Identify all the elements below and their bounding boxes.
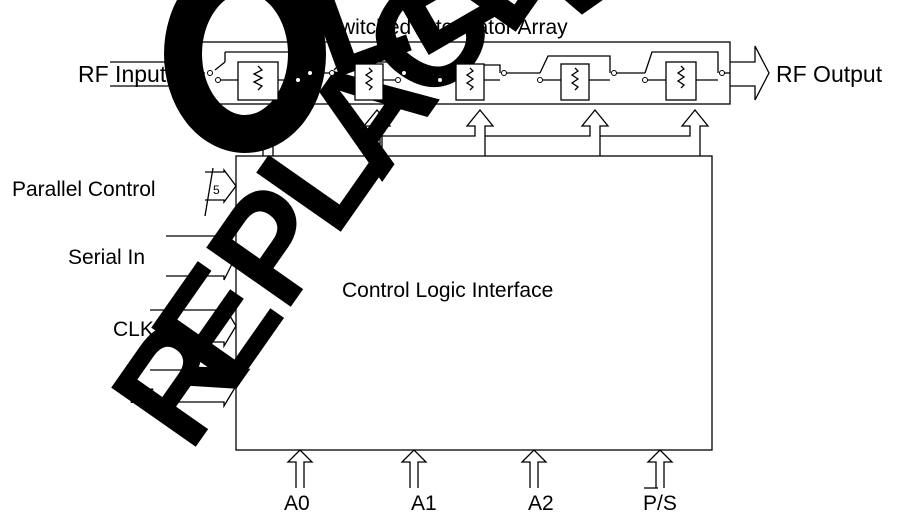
attenuator-stages [193, 51, 730, 101]
bottom-input-arrows [286, 449, 674, 488]
serial-in-label: Serial In [68, 246, 145, 269]
rf-input-label: RF Input [78, 61, 167, 87]
ps-label: P/S [643, 492, 677, 515]
left-input-arrows [150, 167, 237, 409]
clk-label: CLK [113, 318, 154, 341]
a1-label: A1 [411, 492, 437, 515]
control-logic-title: Control Logic Interface [342, 279, 553, 302]
rf-output-arrow [730, 45, 770, 101]
attenuator-array-title: Switched Attenuator Array [326, 16, 568, 39]
control-bus-arrows [253, 108, 710, 156]
le-label: LE [129, 385, 155, 408]
a0-label: A0 [284, 492, 310, 515]
parallel-control-label: Parallel Control [12, 178, 156, 201]
control-logic-box [235, 155, 713, 451]
bus-width-label: 5 [213, 183, 220, 197]
a2-label: A2 [528, 492, 554, 515]
rf-output-label: RF Output [776, 61, 883, 87]
